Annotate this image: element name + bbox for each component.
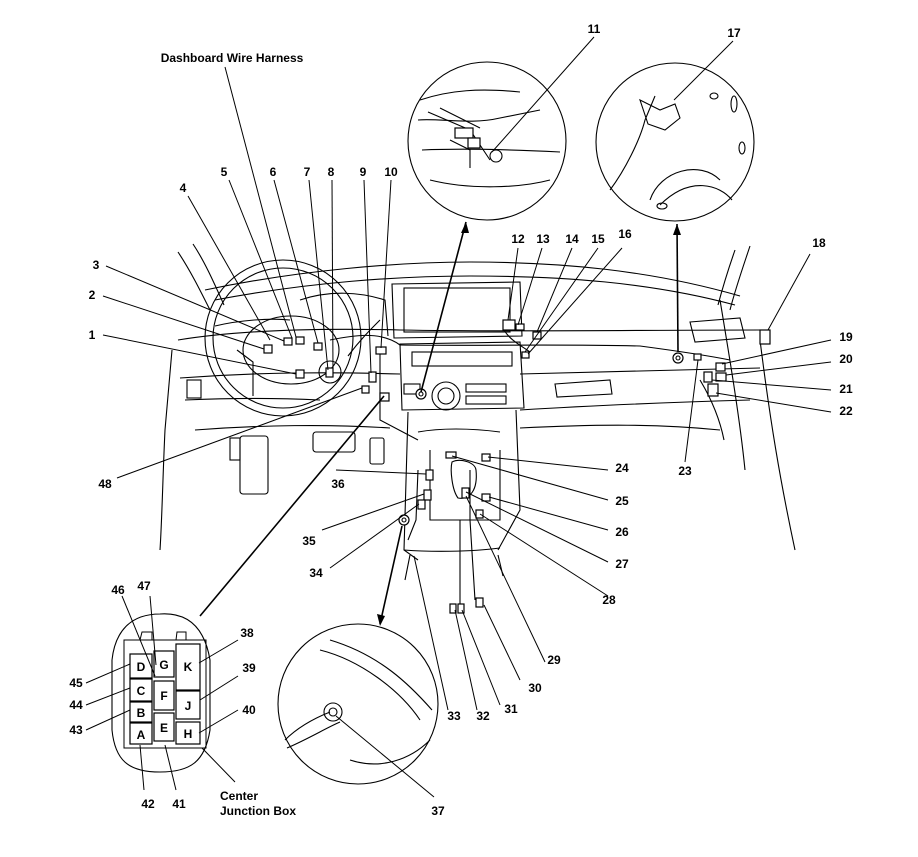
- junction-box-label-line1: Center: [220, 789, 258, 803]
- callout-14: 14: [565, 232, 579, 246]
- callout-30: 30: [528, 681, 542, 695]
- fuse-box-letter-H: H: [184, 727, 193, 741]
- callout-33: 33: [447, 709, 461, 723]
- callout-41: 41: [172, 797, 186, 811]
- callout-32: 32: [476, 709, 490, 723]
- callout-45: 45: [69, 676, 83, 690]
- callout-46: 46: [111, 583, 125, 597]
- callout-44: 44: [69, 698, 83, 712]
- callout-7: 7: [304, 165, 311, 179]
- callout-31: 31: [504, 702, 518, 716]
- fuse-box-letter-F: F: [160, 689, 167, 703]
- callout-5: 5: [221, 165, 228, 179]
- callout-24: 24: [615, 461, 629, 475]
- callout-38: 38: [240, 626, 254, 640]
- callout-35: 35: [302, 534, 316, 548]
- fuse-box-letter-B: B: [137, 706, 146, 720]
- callout-16: 16: [618, 227, 632, 241]
- callout-36: 36: [331, 477, 345, 491]
- callout-42: 42: [141, 797, 155, 811]
- callout-8: 8: [328, 165, 335, 179]
- callout-10: 10: [384, 165, 398, 179]
- callout-4: 4: [180, 181, 187, 195]
- detail-circle-11: [407, 61, 567, 221]
- dashboard-wire-harness-label: Dashboard Wire Harness: [161, 51, 304, 65]
- callout-21: 21: [839, 382, 853, 396]
- fuse-box-letter-K: K: [184, 660, 193, 674]
- callout-27: 27: [615, 557, 629, 571]
- callout-13: 13: [536, 232, 550, 246]
- junction-box-label-line2: Junction Box: [220, 804, 296, 818]
- fuse-box-letter-E: E: [160, 721, 168, 735]
- callout-28: 28: [602, 593, 616, 607]
- callout-25: 25: [615, 494, 629, 508]
- fuse-box-letter-D: D: [137, 660, 146, 674]
- detail-circle-17: [595, 62, 755, 222]
- leader-lines: [85, 36, 832, 798]
- callout-15: 15: [591, 232, 605, 246]
- fuse-box-letter-J: J: [185, 699, 192, 713]
- callout-20: 20: [839, 352, 853, 366]
- callout-9: 9: [360, 165, 367, 179]
- callout-19: 19: [839, 330, 853, 344]
- callout-11: 11: [588, 22, 601, 36]
- fuse-box-letter-G: G: [159, 658, 168, 672]
- callout-43: 43: [69, 723, 83, 737]
- callout-34: 34: [309, 566, 323, 580]
- callout-17: 17: [727, 26, 741, 40]
- fuse-box-letter-A: A: [137, 728, 146, 742]
- callout-2: 2: [89, 288, 96, 302]
- callout-37: 37: [431, 804, 445, 818]
- labels: Dashboard Wire Harness Center Junction B…: [69, 22, 853, 818]
- detail-arrows: [199, 221, 681, 626]
- center-junction-box: D C B A G F E K J H: [111, 613, 211, 773]
- callout-6: 6: [270, 165, 277, 179]
- callout-26: 26: [615, 525, 629, 539]
- callout-47: 47: [137, 579, 151, 593]
- callout-12: 12: [511, 232, 525, 246]
- dashboard-drawing: [159, 243, 796, 614]
- callout-40: 40: [242, 703, 256, 717]
- detail-circle-37: [277, 623, 439, 785]
- callout-3: 3: [93, 258, 100, 272]
- callout-39: 39: [242, 661, 256, 675]
- callout-48: 48: [98, 477, 112, 491]
- fuse-box-letter-C: C: [137, 684, 146, 698]
- callout-23: 23: [678, 464, 692, 478]
- callout-22: 22: [839, 404, 853, 418]
- callout-1: 1: [89, 328, 96, 342]
- callout-18: 18: [812, 236, 826, 250]
- callout-29: 29: [547, 653, 561, 667]
